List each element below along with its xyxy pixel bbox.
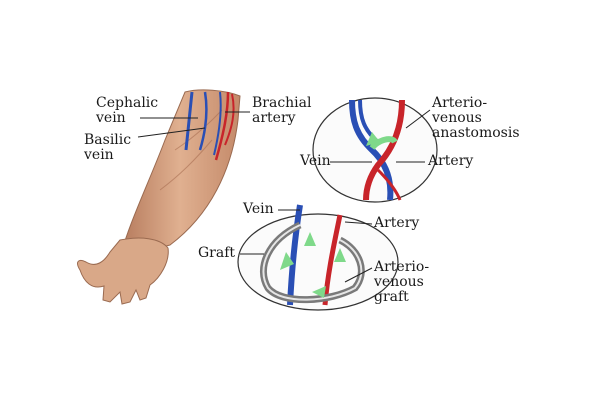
label-arteriovenous-anastomosis: Arterio- venous anastomosis (432, 95, 520, 141)
inset-anastomosis (312, 97, 438, 203)
label-cephalic-vein: Cephalic vein (96, 95, 159, 126)
inset-graft (237, 204, 399, 311)
label-vein-anastomosis: Vein (300, 153, 331, 169)
leader-lines (137, 109, 431, 283)
label-artery-anastomosis: Artery (428, 153, 474, 169)
label-brachial-artery: Brachial artery (252, 95, 312, 126)
label-graft: Graft (198, 245, 236, 261)
label-vein-graft: Vein (243, 201, 274, 217)
forearm-vessels (184, 91, 235, 161)
label-artery-graft: Artery (374, 215, 420, 231)
label-arteriovenous-graft: Arterio- venous graft (374, 259, 430, 305)
label-basilic-vein: Basilic vein (84, 132, 132, 163)
hand (77, 237, 169, 305)
